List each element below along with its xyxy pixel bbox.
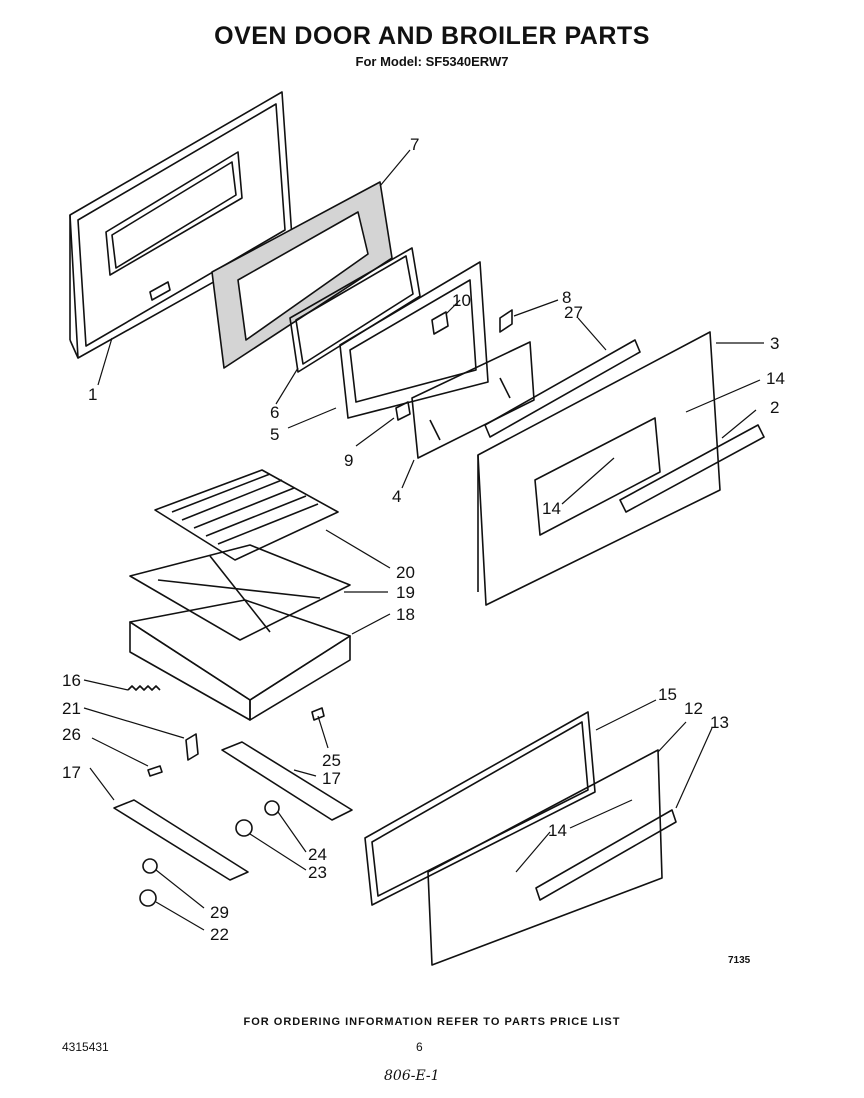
clip xyxy=(311,707,325,721)
callout-17-upper: 17 xyxy=(322,769,341,788)
callout-6: 6 xyxy=(270,403,279,422)
broiler-pan-insert xyxy=(129,544,351,641)
door-gasket xyxy=(211,181,393,369)
callout-29: 29 xyxy=(210,903,229,922)
callout-24: 24 xyxy=(308,845,327,864)
latch xyxy=(185,733,199,761)
callout-22: 22 xyxy=(210,925,229,944)
roller-22 xyxy=(139,889,157,907)
callout-10: 10 xyxy=(452,291,471,310)
callout-3: 3 xyxy=(770,334,779,353)
drawer-front xyxy=(427,749,663,966)
callout-23: 23 xyxy=(308,863,327,882)
callout-7: 7 xyxy=(410,135,419,154)
outer-glass xyxy=(411,341,535,459)
page-number: 6 xyxy=(416,1040,423,1054)
callout-5: 5 xyxy=(270,425,279,444)
leader-lines xyxy=(83,149,764,931)
inner-glass xyxy=(289,247,421,373)
broiler-rail-upper xyxy=(221,741,353,821)
callout-14-door: 14 xyxy=(766,369,785,388)
callout-19: 19 xyxy=(396,583,415,602)
callout-20: 20 xyxy=(396,563,415,582)
roller-29 xyxy=(142,858,158,874)
drawer-trim xyxy=(535,809,677,901)
figure-number: 7135 xyxy=(728,955,751,966)
callout-16: 16 xyxy=(62,671,81,690)
callout-4: 4 xyxy=(392,487,401,506)
callout-12: 12 xyxy=(684,699,703,718)
screw xyxy=(147,765,163,777)
callout-26: 26 xyxy=(62,725,81,744)
broiler-rail-lower xyxy=(113,799,249,881)
callout-15: 15 xyxy=(658,685,677,704)
callout-14-window: 14 xyxy=(542,499,561,518)
callout-2: 2 xyxy=(770,398,779,417)
callout-9: 9 xyxy=(344,451,353,470)
broiler-grid xyxy=(154,469,339,561)
document-number: 4315431 xyxy=(62,1040,109,1054)
callout-17-lower: 17 xyxy=(62,763,81,782)
hinge-bracket-10 xyxy=(431,311,449,335)
callout-25: 25 xyxy=(322,751,341,770)
callout-14-drawer: 14 xyxy=(548,821,567,840)
hinge-bracket-9 xyxy=(395,401,411,421)
roller-23 xyxy=(235,819,253,837)
callout-8: 8 xyxy=(562,288,571,307)
callout-labels: 1 7 6 5 10 8 27 3 14 2 9 4 14 20 19 18 1… xyxy=(62,135,785,944)
roller-24 xyxy=(264,800,280,816)
door-trim xyxy=(484,339,641,438)
handwritten-reference: 806-E-1 xyxy=(384,1068,440,1084)
callout-13: 13 xyxy=(710,713,729,732)
door-handle xyxy=(619,424,765,513)
broiler-pan xyxy=(129,599,351,721)
page-title: OVEN DOOR AND BROILER PARTS xyxy=(214,22,650,50)
callout-21: 21 xyxy=(62,699,81,718)
callout-27: 27 xyxy=(564,303,583,322)
outer-door-panel xyxy=(477,331,721,606)
drawer-inner-panel xyxy=(364,711,596,906)
callout-18: 18 xyxy=(396,605,415,624)
model-subtitle: For Model: SF5340ERW7 xyxy=(355,54,509,69)
glass-frame xyxy=(339,261,489,419)
hinge-bracket-8 xyxy=(499,309,513,333)
spring xyxy=(127,685,161,691)
ordering-note: FOR ORDERING INFORMATION REFER TO PARTS … xyxy=(243,1016,621,1028)
callout-1: 1 xyxy=(88,385,97,404)
